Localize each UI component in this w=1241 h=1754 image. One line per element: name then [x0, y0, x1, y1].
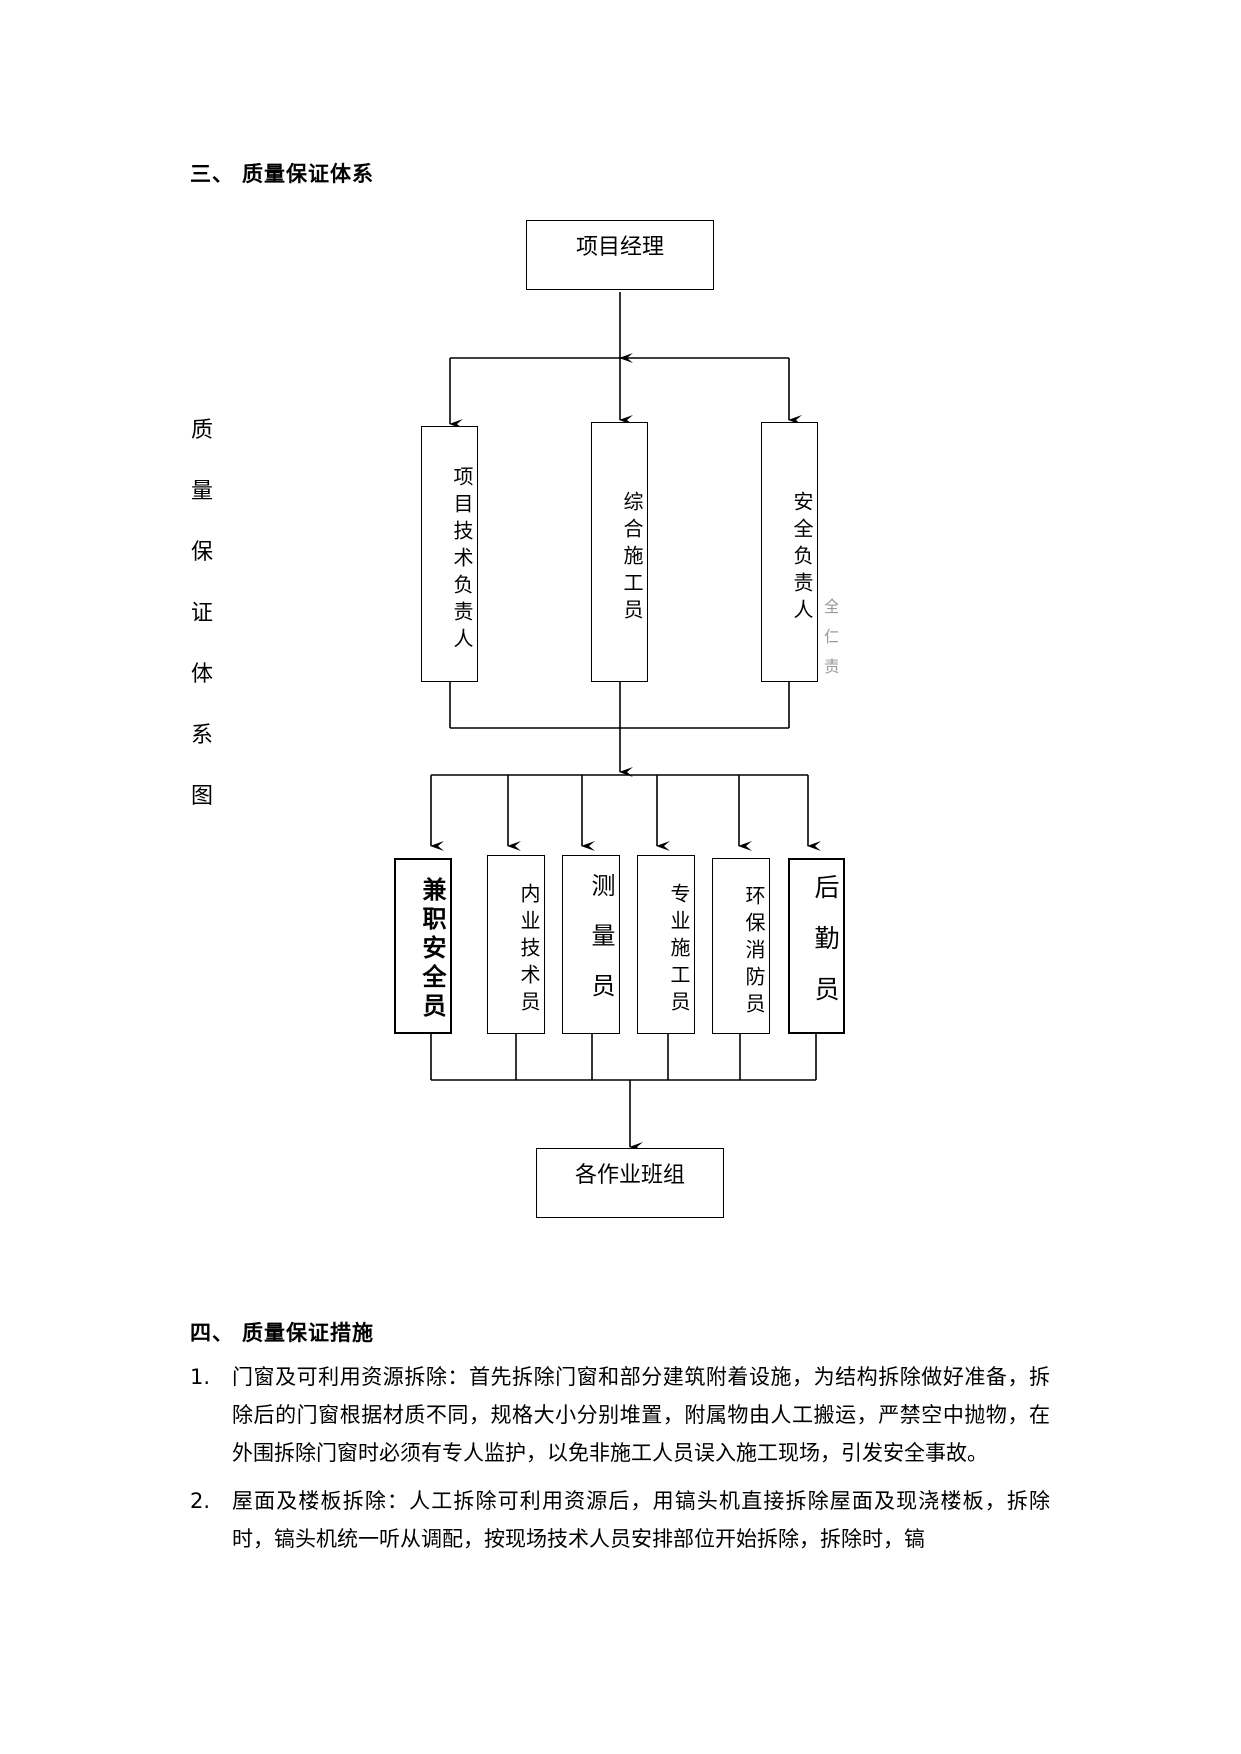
section-number: 四、	[190, 1321, 234, 1345]
side-label-char: 质	[190, 418, 213, 443]
office-technician-label: 内业技术员	[517, 883, 541, 1018]
construction-staff-box: 综合施工员	[591, 422, 648, 682]
part-time-safety-officer-label: 兼职安全员	[418, 876, 446, 1022]
specialty-constructor-box: 专业施工员	[637, 855, 695, 1034]
office-technician-box: 内业技术员	[487, 855, 545, 1034]
list-item: 2. 屋面及楼板拆除：人工拆除可利用资源后，用镐头机直接拆除屋面及现浇楼板，拆除…	[190, 1482, 1050, 1558]
section-heading: 四、质量保证措施	[190, 1317, 374, 1347]
list-item: 1. 门窗及可利用资源拆除：首先拆除门窗和部分建筑附着设施，为结构拆除做好准备，…	[190, 1358, 1050, 1472]
tech-lead-label: 项目技术负责人	[450, 465, 474, 655]
section-heading: 三、质量保证体系	[190, 158, 374, 188]
surveyor-box: 测量员	[562, 855, 620, 1034]
construction-staff-label: 综合施工员	[620, 490, 644, 626]
work-teams-label: 各作业班组	[574, 1163, 685, 1188]
side-label-char: 体	[190, 662, 213, 687]
ghost-text: 全 仁 责	[824, 597, 838, 676]
logistics-officer-box: 后勤员	[788, 858, 845, 1034]
env-fire-officer-label: 环保消防员	[742, 884, 766, 1020]
diagram-side-label: 质 量 保 证 体 系 图	[190, 400, 214, 827]
specialty-constructor-label: 专业施工员	[667, 883, 691, 1018]
side-label-char: 图	[190, 784, 213, 809]
section-title: 质量保证体系	[242, 162, 374, 186]
logistics-officer-label: 后勤员	[811, 873, 840, 1027]
side-label-char: 保	[190, 540, 213, 565]
safety-lead-label: 安全负责人	[790, 490, 814, 626]
side-label-char: 系	[190, 723, 213, 748]
project-manager-label: 项目经理	[575, 235, 664, 260]
list-text: 屋面及楼板拆除：人工拆除可利用资源后，用镐头机直接拆除屋面及现浇楼板，拆除时，镐…	[232, 1489, 1050, 1551]
list-index: 2.	[190, 1489, 211, 1513]
measures-list: 1. 门窗及可利用资源拆除：首先拆除门窗和部分建筑附着设施，为结构拆除做好准备，…	[190, 1358, 1050, 1568]
section-title: 质量保证措施	[242, 1321, 374, 1345]
part-time-safety-officer-box: 兼职安全员	[394, 858, 452, 1034]
side-label-char: 证	[190, 601, 213, 626]
work-teams-box: 各作业班组	[536, 1148, 724, 1218]
tech-lead-box: 项目技术负责人	[421, 426, 478, 682]
section-number: 三、	[190, 162, 234, 186]
safety-lead-box: 安全负责人	[761, 422, 818, 682]
list-text: 门窗及可利用资源拆除：首先拆除门窗和部分建筑附着设施，为结构拆除做好准备，拆除后…	[232, 1365, 1050, 1465]
project-manager-box: 项目经理	[526, 220, 714, 290]
list-index: 1.	[190, 1365, 211, 1389]
surveyor-label: 测量员	[587, 872, 615, 1023]
env-fire-officer-box: 环保消防员	[712, 858, 770, 1034]
side-label-char: 量	[190, 479, 213, 504]
